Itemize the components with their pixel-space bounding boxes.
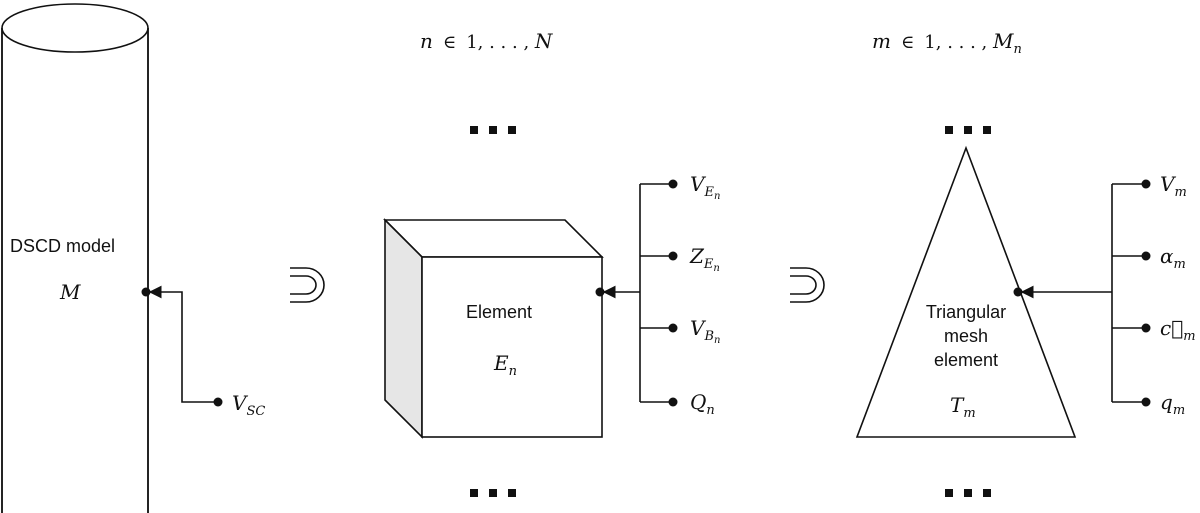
element-cube [383,218,604,439]
triangle-port-label: c⃗m [1160,316,1196,344]
element-port-label: VBn [690,316,720,346]
element-connector [595,179,678,407]
m-range-label: m ∈ 1, . . . , Mn [872,29,1022,57]
element-port-label: ZEn [689,244,720,274]
triangle-port-label: αm [1160,244,1186,272]
element-port-label: VEn [690,172,720,202]
element-symbol: En [493,351,517,379]
dscd-model-cylinder [1,3,149,513]
element-port-label: Qn [690,390,715,418]
junction-dot [141,287,151,297]
triangle-port-label: Vm [1160,172,1187,200]
n-range-label: n ∈ 1, . . . , N [420,29,554,53]
dscd-model-label: DSCD model [10,236,115,256]
port-dot [213,397,223,407]
superset-symbol-2 [790,267,825,303]
ellipsis-top-m [945,126,991,134]
triangle-connector [1013,179,1151,407]
triangle-label-line: mesh [944,326,988,346]
ellipsis-bottom-n [470,489,516,497]
triangle-label-line: Triangular [926,302,1006,322]
cylinder-port-label: VSC [232,391,265,419]
element-label: Element [466,302,532,322]
ellipsis-top-n [470,126,516,134]
dscd-model-symbol: M [59,280,81,304]
triangle-symbol: Tm [950,393,976,421]
triangle-port-label: qm [1160,390,1185,418]
triangle-label-line: element [934,350,998,370]
cylinder-connector [141,285,223,407]
superset-symbol-1 [290,267,325,303]
ellipsis-bottom-m [945,489,991,497]
